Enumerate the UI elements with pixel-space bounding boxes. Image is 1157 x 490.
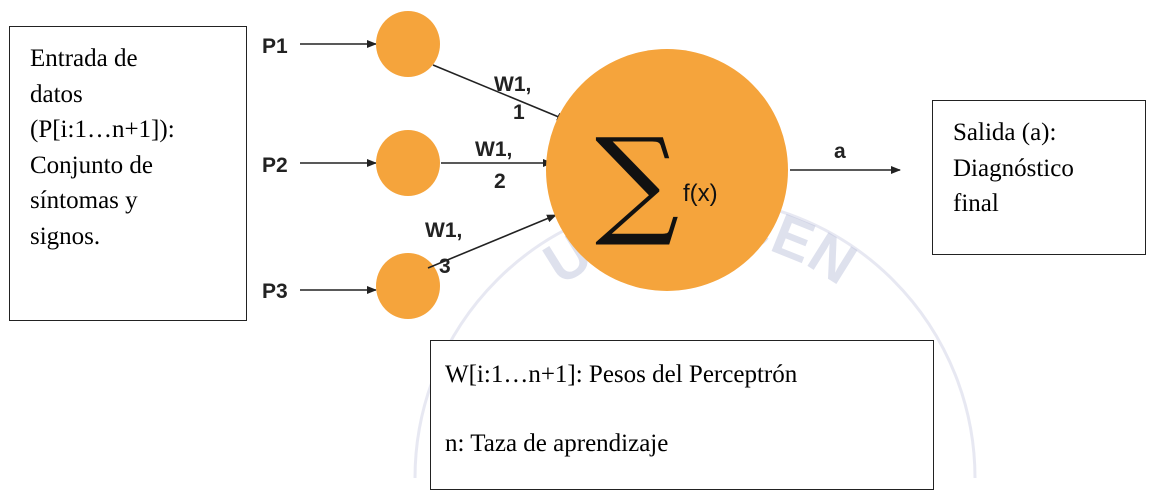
input-box-line: Conjunto de bbox=[30, 151, 153, 179]
input-node-3 bbox=[376, 253, 440, 319]
output-description-box: Salida (a): Diagnóstico final bbox=[932, 100, 1146, 255]
weights-box-line: W[i:1…n+1]: Pesos del Perceptrón bbox=[445, 361, 798, 388]
output-box-line: Salida (a): bbox=[953, 119, 1057, 146]
input-label-p1: P1 bbox=[262, 35, 288, 58]
output-label: a bbox=[834, 140, 846, 163]
weight-label-1-top: W1, bbox=[494, 73, 531, 96]
input-label-p2: P2 bbox=[262, 154, 288, 177]
weight-label-1-bottom: 1 bbox=[513, 101, 525, 124]
input-box-line: síntomas y bbox=[30, 187, 138, 214]
output-box-line: Diagnóstico bbox=[953, 154, 1074, 182]
input-box-line: (P[i:1…n+1]): bbox=[30, 116, 175, 143]
input-box-line: signos. bbox=[30, 222, 101, 250]
input-label-p3: P3 bbox=[262, 280, 288, 303]
input-box-line: datos bbox=[30, 80, 83, 108]
weight-label-2-bottom: 2 bbox=[494, 170, 506, 193]
sigma-symbol: ∑ bbox=[595, 112, 679, 250]
weight-label-3-top: W1, bbox=[425, 219, 462, 242]
input-node-2 bbox=[376, 130, 440, 196]
weights-legend-box: W[i:1…n+1]: Pesos del Perceptrón n: Taza… bbox=[430, 340, 934, 490]
summation-neuron bbox=[546, 49, 788, 291]
weight-label-2-top: W1, bbox=[475, 138, 512, 161]
input-node-1 bbox=[376, 11, 440, 77]
weight-arrow-1 bbox=[432, 64, 567, 121]
weights-box-line: n: Taza de aprendizaje bbox=[445, 430, 669, 457]
weight-arrow-3 bbox=[427, 214, 557, 269]
perceptron-diagram: P1 P2 P3 W1, 1 W1, 2 W1, 3 ∑ f(x) a bbox=[262, 11, 901, 319]
activation-function-label: f(x) bbox=[683, 180, 718, 207]
input-description-box: Entrada de datos (P[i:1…n+1]): Conjunto … bbox=[9, 26, 247, 321]
weight-label-3-bottom: 3 bbox=[439, 255, 451, 278]
output-box-line: final bbox=[953, 190, 999, 217]
input-box-line: Entrada de bbox=[30, 45, 138, 72]
